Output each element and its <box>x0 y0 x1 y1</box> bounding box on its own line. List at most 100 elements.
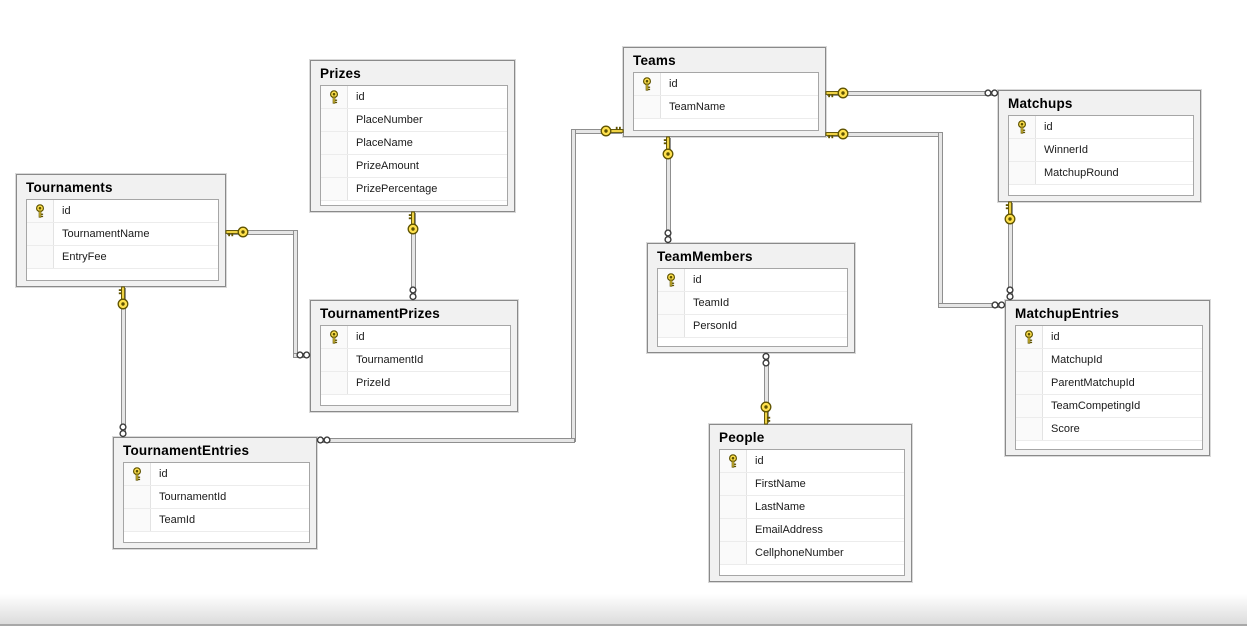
table-node-TournamentEntries[interactable]: TournamentEntries id TournamentId <box>113 437 317 549</box>
key-cell <box>1016 418 1043 440</box>
table-empty-row <box>634 119 818 130</box>
column-name: LastName <box>755 501 806 513</box>
table-row[interactable]: id <box>1016 326 1202 349</box>
column-name: id <box>1044 121 1053 133</box>
table-title[interactable]: TournamentEntries <box>123 443 250 458</box>
column-name: id <box>1051 331 1060 343</box>
table-node-Tournaments[interactable]: Tournaments id TournamentName <box>16 174 226 287</box>
table-empty-row <box>321 201 507 205</box>
column-name: ParentMatchupId <box>1051 377 1135 389</box>
table-title[interactable]: Prizes <box>320 66 361 81</box>
table-row[interactable]: Score <box>1016 418 1202 441</box>
table-row[interactable]: LastName <box>720 496 904 519</box>
table-node-People[interactable]: People id FirstName <box>709 424 912 582</box>
table-row[interactable]: id <box>27 200 218 223</box>
column-name: id <box>693 274 702 286</box>
key-cell <box>124 486 151 508</box>
key-cell <box>27 200 54 222</box>
table-row[interactable]: id <box>124 463 309 486</box>
key-cell <box>634 96 661 118</box>
table-title[interactable]: Matchups <box>1008 96 1073 111</box>
table-empty-row <box>321 395 510 405</box>
table-row[interactable]: MatchupId <box>1016 349 1202 372</box>
primary-key-icon <box>642 77 652 91</box>
column-name: PersonId <box>693 320 738 332</box>
key-cell <box>321 326 348 348</box>
table-title[interactable]: Teams <box>633 53 676 68</box>
key-cell <box>321 178 348 200</box>
column-name: id <box>356 331 365 343</box>
table-row[interactable]: TournamentId <box>124 486 309 509</box>
many-end-infinity-icon <box>316 436 331 444</box>
one-end-key-icon <box>825 87 849 98</box>
table-node-TournamentPrizes[interactable]: TournamentPrizes id TournamentId <box>310 300 518 412</box>
table-row[interactable]: PrizeAmount <box>321 155 507 178</box>
table-empty-row <box>124 532 309 542</box>
table-row[interactable]: PrizeId <box>321 372 510 395</box>
table-row[interactable]: TournamentName <box>27 223 218 246</box>
table-row[interactable]: id <box>634 73 818 96</box>
table-title[interactable]: MatchupEntries <box>1015 306 1120 321</box>
relationship-line-Tournaments-TournamentPrizes[interactable] <box>293 230 298 357</box>
key-cell <box>321 86 348 108</box>
one-end-key-icon <box>1005 201 1016 225</box>
table-row[interactable]: EmailAddress <box>720 519 904 542</box>
table-column-list: id MatchupId ParentMatchupId <box>1015 325 1203 450</box>
table-empty-row <box>720 565 904 575</box>
table-row[interactable]: id <box>321 326 510 349</box>
table-node-Matchups[interactable]: Matchups id WinnerId <box>998 90 1201 202</box>
column-name: TeamName <box>669 101 726 113</box>
table-row[interactable]: MatchupRound <box>1009 162 1193 185</box>
table-row[interactable]: TeamId <box>658 292 847 315</box>
many-end-infinity-icon <box>296 351 311 359</box>
table-column-list: id TeamId PersonId <box>657 268 848 347</box>
table-node-Teams[interactable]: Teams id TeamName <box>623 47 826 137</box>
key-cell <box>321 109 348 131</box>
table-node-MatchupEntries[interactable]: MatchupEntries id MatchupId <box>1005 300 1210 456</box>
many-end-infinity-icon <box>664 229 672 244</box>
column-name: PrizeId <box>356 377 391 389</box>
table-row[interactable]: id <box>720 450 904 473</box>
table-title[interactable]: People <box>719 430 765 445</box>
key-cell <box>720 496 747 518</box>
table-title[interactable]: TeamMembers <box>657 249 753 264</box>
relationship-line-Teams-TournamentEntries[interactable] <box>571 129 576 442</box>
table-row[interactable]: TeamCompetingId <box>1016 395 1202 418</box>
table-node-Prizes[interactable]: Prizes id PlaceNumber <box>310 60 515 212</box>
table-row[interactable]: PlaceName <box>321 132 507 155</box>
table-title[interactable]: Tournaments <box>26 180 113 195</box>
table-row[interactable]: TeamName <box>634 96 818 119</box>
table-row[interactable]: id <box>1009 116 1193 139</box>
key-cell <box>124 509 151 531</box>
table-node-TeamMembers[interactable]: TeamMembers id TeamId <box>647 243 855 353</box>
primary-key-icon <box>666 273 676 287</box>
relationship-line-Teams-Matchups[interactable] <box>824 91 1000 96</box>
table-row[interactable]: WinnerId <box>1009 139 1193 162</box>
primary-key-icon <box>1024 330 1034 344</box>
key-cell <box>1009 162 1036 184</box>
table-row[interactable]: id <box>321 86 507 109</box>
table-empty-row <box>1016 441 1202 449</box>
key-cell <box>658 292 685 314</box>
column-name: PlaceNumber <box>356 114 423 126</box>
relationship-line-Teams-MatchupEntries[interactable] <box>938 132 943 307</box>
table-row[interactable]: TeamId <box>124 509 309 532</box>
table-row[interactable]: EntryFee <box>27 246 218 269</box>
table-row[interactable]: TournamentId <box>321 349 510 372</box>
table-row[interactable]: CellphoneNumber <box>720 542 904 565</box>
table-row[interactable]: PersonId <box>658 315 847 338</box>
table-row[interactable]: id <box>658 269 847 292</box>
table-row[interactable]: ParentMatchupId <box>1016 372 1202 395</box>
key-cell <box>27 223 54 245</box>
table-column-list: id TournamentId TeamId <box>123 462 310 543</box>
column-name: FirstName <box>755 478 806 490</box>
table-title[interactable]: TournamentPrizes <box>320 306 440 321</box>
column-name: MatchupRound <box>1044 167 1119 179</box>
table-row[interactable]: PrizePercentage <box>321 178 507 201</box>
key-cell <box>321 372 348 394</box>
table-row[interactable]: PlaceNumber <box>321 109 507 132</box>
relationship-line-Teams-TournamentEntries[interactable] <box>315 438 575 443</box>
table-row[interactable]: FirstName <box>720 473 904 496</box>
one-end-key-icon <box>825 128 849 139</box>
